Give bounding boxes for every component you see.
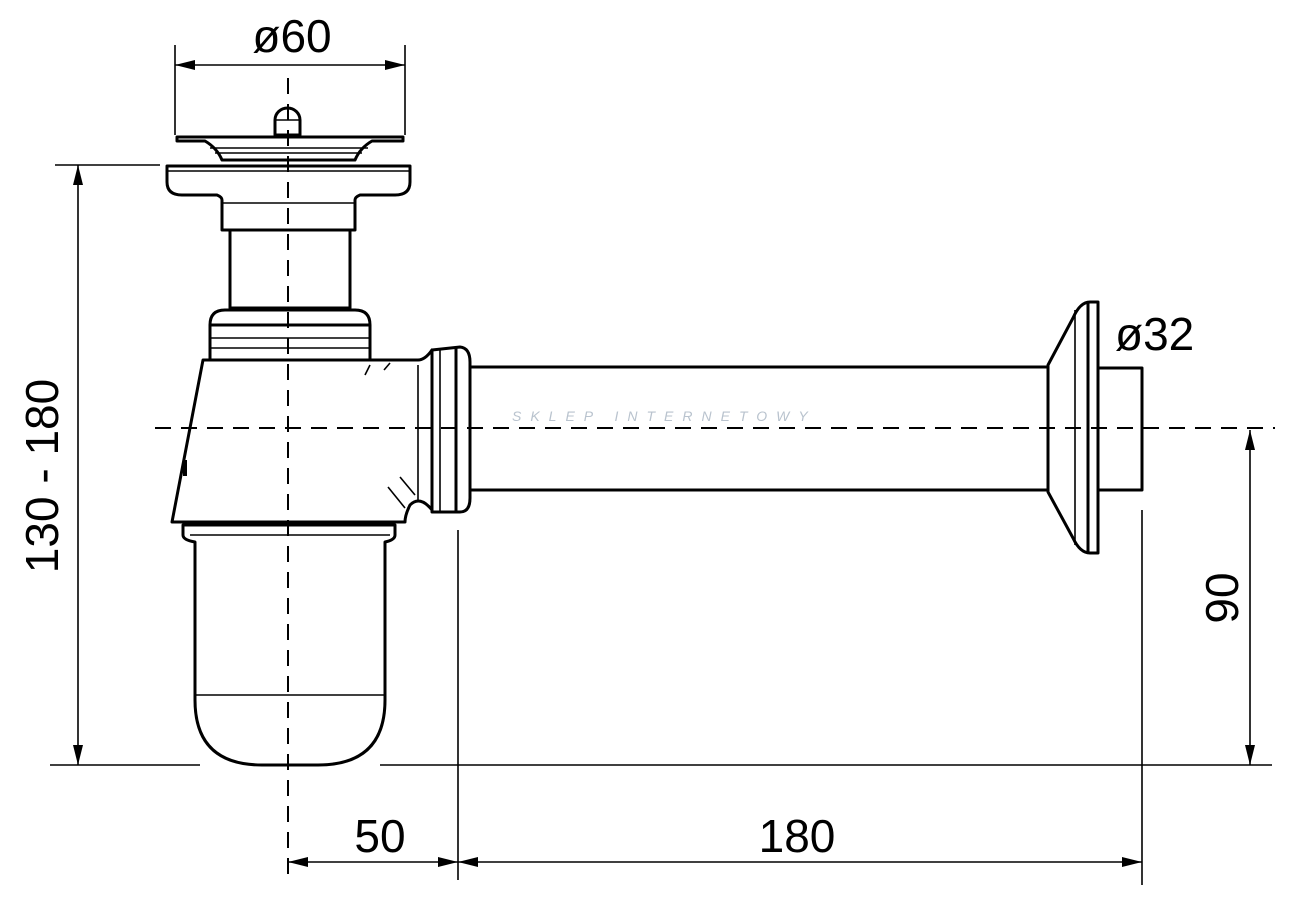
trap-nut (208, 308, 372, 362)
svg-text:180: 180 (759, 810, 836, 862)
svg-text:50: 50 (354, 810, 405, 862)
svg-text:130 - 180: 130 - 180 (16, 379, 68, 573)
svg-text:90: 90 (1196, 572, 1248, 623)
dimension-offset: 50 (288, 530, 459, 880)
dimension-outlet-diameter: ø32 (1115, 308, 1194, 360)
dimension-plug-diameter: ø60 (174, 10, 406, 135)
trap-body (170, 348, 434, 524)
dimension-height-range: 130 - 180 (16, 164, 1272, 766)
dimension-outlet-height: 90 (1196, 430, 1255, 765)
outlet-nut (430, 345, 472, 514)
dimension-outlet-length: 180 (458, 510, 1143, 885)
watermark: SKLEP INTERNETOWY (512, 408, 817, 424)
bottle-cup (181, 523, 397, 767)
svg-text:ø60: ø60 (252, 10, 331, 62)
